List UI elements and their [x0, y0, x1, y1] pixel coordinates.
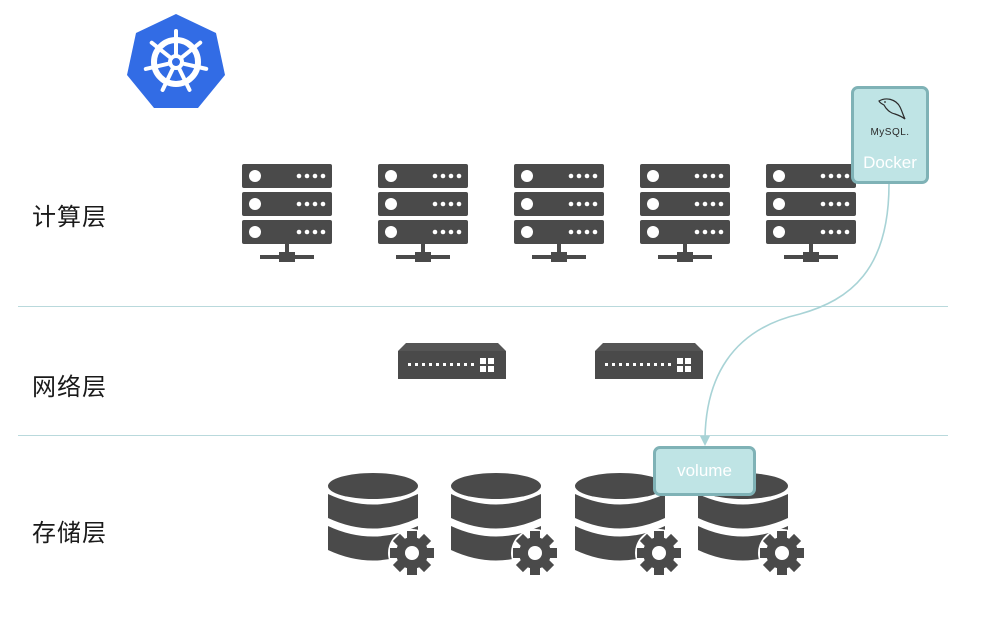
network-switch-icon: [398, 343, 506, 379]
database-gear-icon: [575, 473, 683, 577]
server-rack-icon: [378, 164, 468, 262]
network-switch-icon: [595, 343, 703, 379]
database-gear-icon: [698, 473, 806, 577]
mysql-wordmark: MySQL.: [870, 127, 910, 138]
storage-layer-label: 存储层: [32, 519, 107, 547]
volume-label: volume: [677, 461, 732, 480]
compute-layer-label: 计算层: [32, 203, 107, 231]
server-rack-icon: [640, 164, 730, 262]
server-rack-icon: [514, 164, 604, 262]
kubernetes-logo-icon: [127, 14, 225, 108]
network-layer-label: 网络层: [32, 373, 107, 401]
database-gear-icon: [328, 473, 436, 577]
docker-label: Docker: [863, 153, 917, 172]
server-rack-icon: [766, 164, 856, 262]
server-rack-icon: [242, 164, 332, 262]
volume-badge: volume: [653, 446, 756, 496]
docker-container-badge: MySQL. Docker: [851, 86, 929, 184]
mysql-dolphin-icon: [878, 98, 906, 120]
database-gear-icon: [451, 473, 559, 577]
layer-divider-network-storage: [18, 435, 948, 436]
layer-divider-compute-network: [18, 306, 948, 307]
